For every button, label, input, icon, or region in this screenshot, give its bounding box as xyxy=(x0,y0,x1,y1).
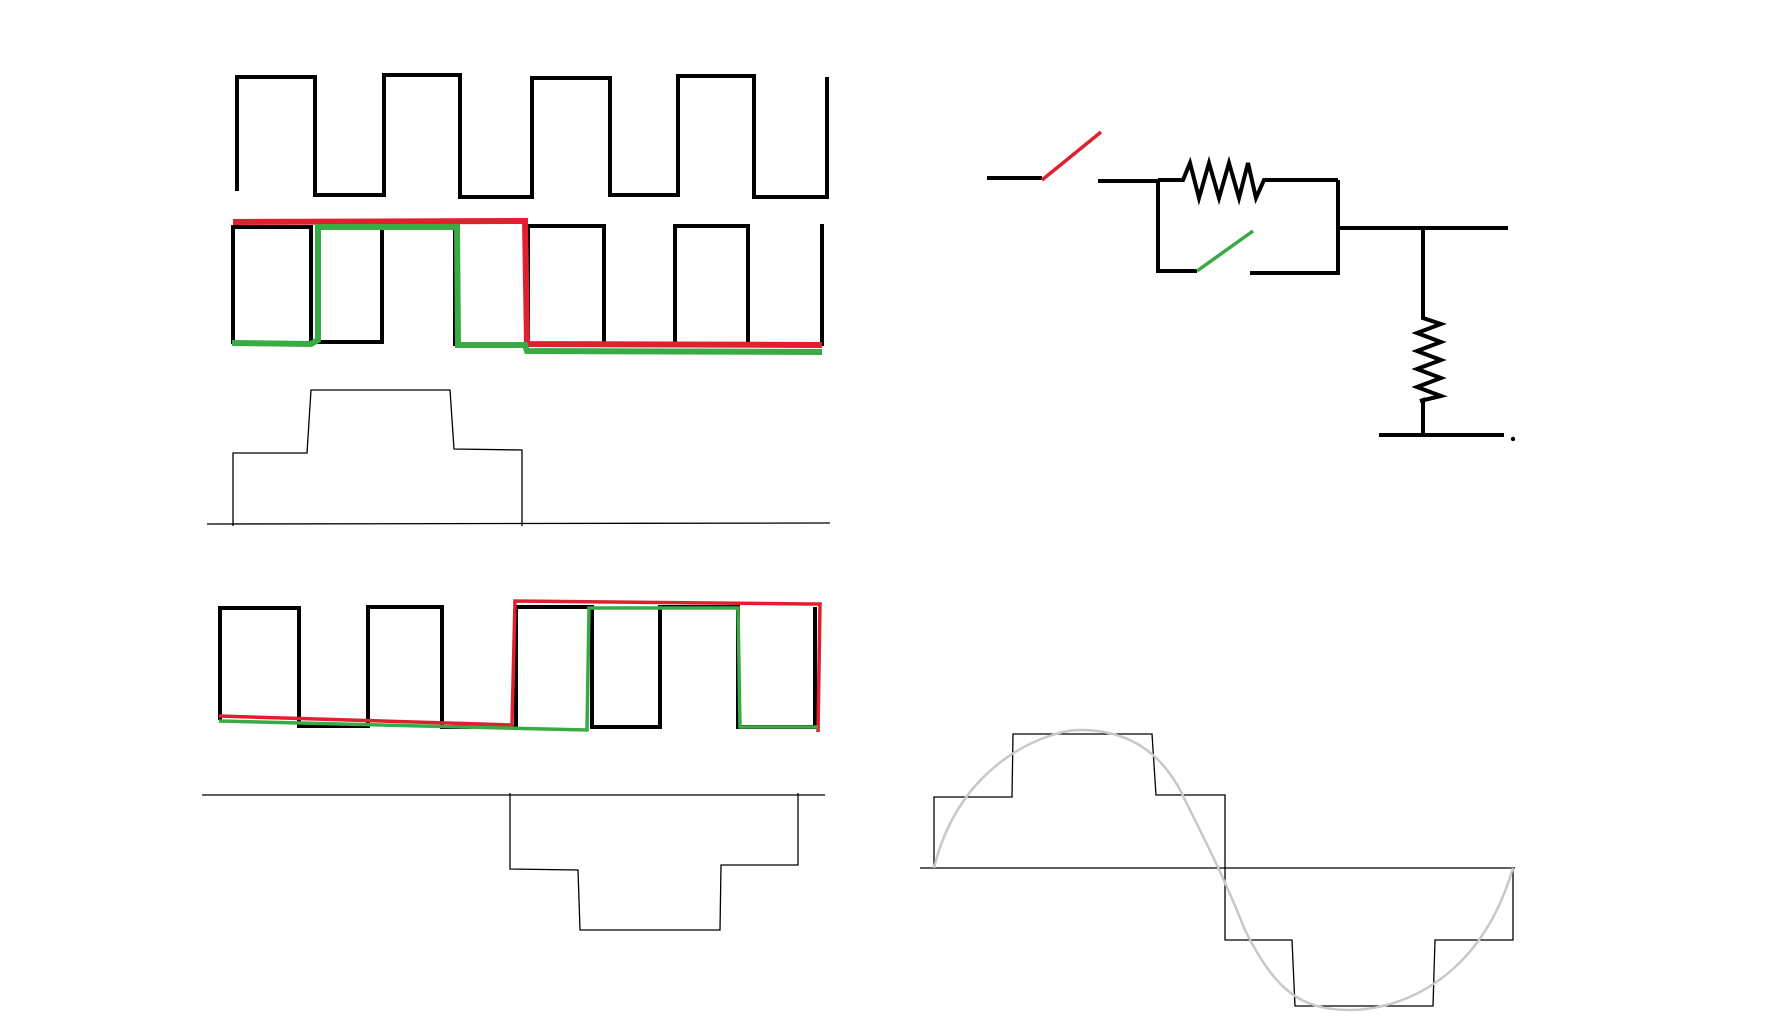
red-envelope-row-2 xyxy=(232,217,823,348)
switch-green xyxy=(1195,229,1255,273)
circuit-schematic xyxy=(987,130,1516,442)
red-envelope-row-3 xyxy=(218,599,822,733)
reference-square-wave xyxy=(235,73,829,199)
negative-step-pulse xyxy=(202,793,825,931)
square-wave-row-2 xyxy=(231,217,824,355)
stepped-sine xyxy=(920,728,1515,1012)
switch-red xyxy=(1040,130,1103,182)
green-envelope-row-2 xyxy=(231,224,823,355)
sine-curve xyxy=(932,728,1515,1012)
green-envelope-row-3 xyxy=(218,606,818,732)
positive-step-pulse xyxy=(206,389,831,526)
square-wave-row-3 xyxy=(218,599,822,733)
